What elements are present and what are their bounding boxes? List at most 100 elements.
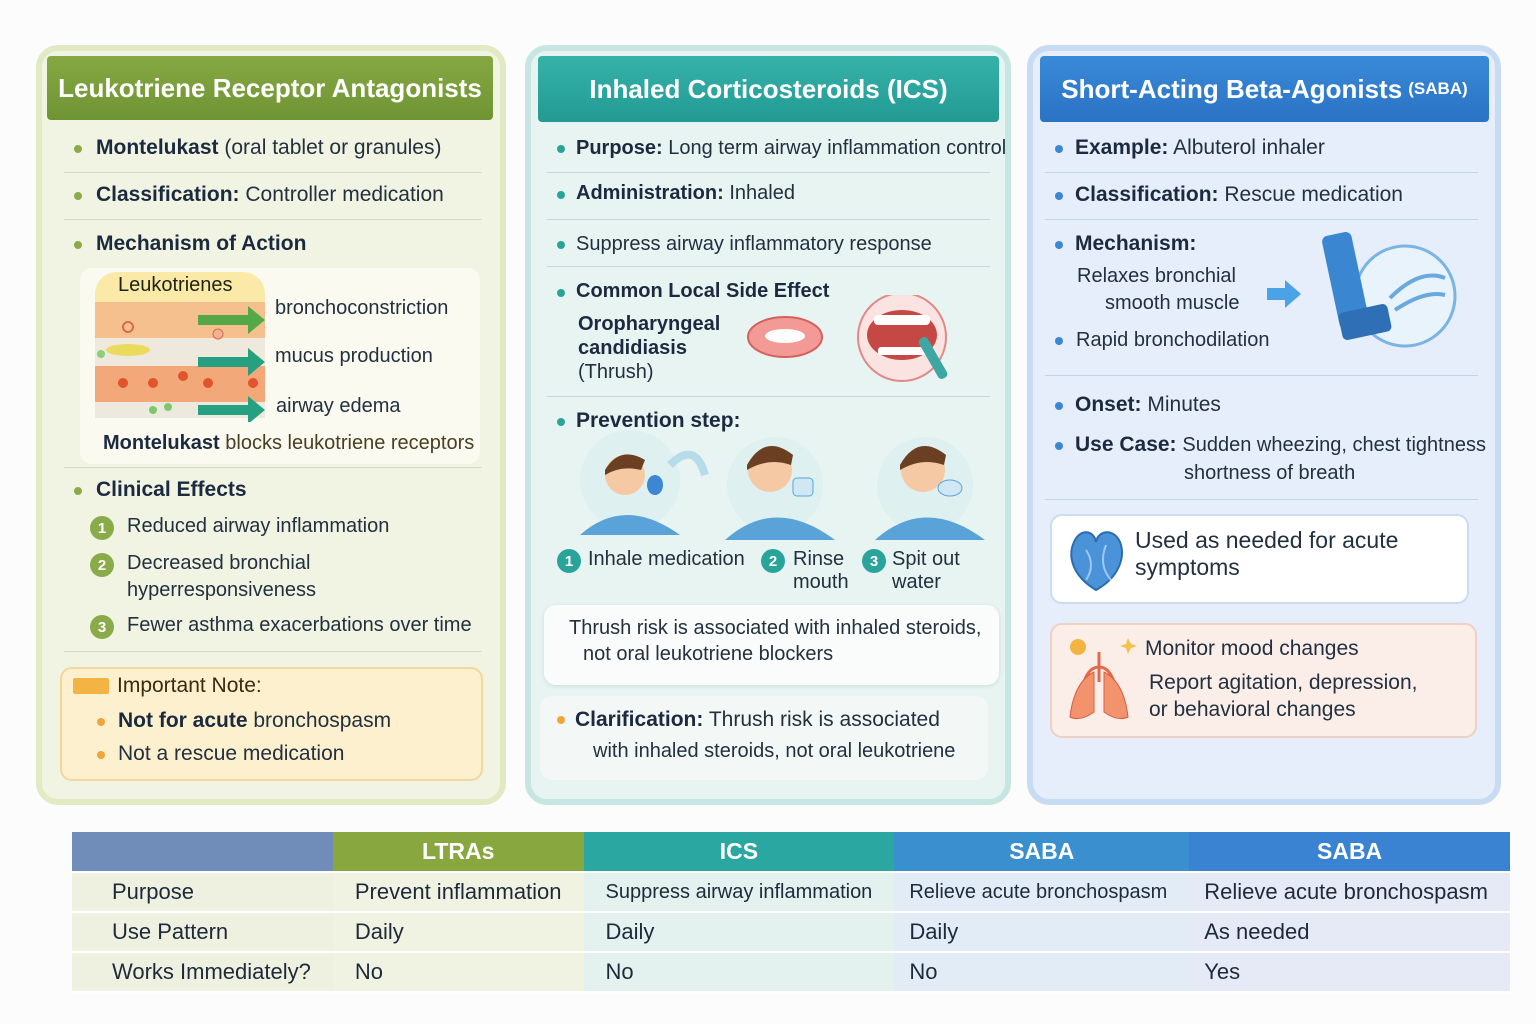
bullet	[1055, 192, 1063, 200]
table-row: Works Immediately? No No No Yes	[72, 952, 1510, 993]
important-note	[60, 667, 483, 781]
table-cell: Relieve acute bronchospasm	[1189, 872, 1510, 913]
person-spitting-icon	[875, 437, 985, 540]
use-case-label: Use Case:	[1075, 433, 1177, 456]
class-value: Rescue medication	[1224, 183, 1403, 206]
table-cell: No	[894, 952, 1190, 993]
saba-title: Short-Acting Beta-Agonists	[1061, 73, 1403, 104]
bullet	[1055, 241, 1063, 249]
bullet	[74, 192, 82, 200]
table-header	[72, 832, 333, 873]
bullet	[557, 191, 565, 199]
thrush-note-box	[544, 605, 999, 685]
row-label: Purpose	[72, 872, 333, 913]
side-effect-label: Common Local Side Effect	[576, 280, 830, 302]
clinical-effect: Reduced airway inflammation	[127, 515, 390, 537]
step-badge: 1	[557, 549, 581, 573]
class-label: Classification:	[1075, 183, 1219, 206]
bullet	[74, 241, 82, 249]
bullet	[1055, 145, 1063, 153]
purpose-value: Long term airway inflammation control	[668, 137, 1007, 159]
example-label: Example:	[1075, 136, 1169, 159]
note-bold: Not for acute	[118, 709, 248, 732]
admin-label: Administration:	[576, 182, 724, 204]
class-label: Classification:	[96, 183, 240, 206]
as-needed-text: symptoms	[1135, 554, 1240, 580]
airway-tissue-illustration	[95, 272, 265, 422]
table-cell: Daily	[583, 912, 895, 953]
caption: blocks leukotriene receptors	[225, 432, 475, 454]
step-label: Inhale medication	[588, 548, 745, 570]
albuterol-inhaler-icon	[1322, 231, 1457, 348]
clarification-label: Clarification:	[575, 708, 704, 731]
drug-name: Montelukast	[96, 136, 219, 159]
step-label-cont: mouth	[793, 571, 849, 593]
table-cell: Yes	[1189, 952, 1510, 993]
tongue-thrush-icon	[747, 316, 823, 358]
mood-title: Monitor mood changes	[1145, 637, 1359, 660]
lungs-icon	[1069, 638, 1137, 720]
table-header-saba: SABA	[894, 832, 1190, 873]
note-text: Not a rescue medication	[118, 742, 345, 765]
example-value: Albuterol inhaler	[1173, 136, 1325, 159]
comparison-table: LTRAs ICS SABA SABA Purpose Prevent infl…	[72, 832, 1510, 993]
effect-bronchoconstriction: bronchoconstriction	[275, 297, 449, 319]
rapid-bronchodilation: Rapid bronchodilation	[1076, 329, 1270, 351]
clarification-text: with inhaled steroids, not oral leukotri…	[593, 740, 956, 762]
table-header-row: LTRAs ICS SABA SABA	[72, 832, 1510, 873]
table-cell: Suppress airway inflammation	[583, 872, 895, 913]
step-label: Rinse	[793, 548, 845, 570]
note-title: Important Note:	[117, 674, 262, 697]
use-case-value: shortness of breath	[1184, 462, 1356, 484]
table-header-ltras: LTRAs	[332, 832, 584, 873]
onset-label: Onset:	[1075, 393, 1142, 416]
onset-value: Minutes	[1147, 393, 1221, 416]
drug-note: (oral tablet or granules)	[224, 136, 442, 159]
as-needed-text: Used as needed for acute	[1135, 527, 1399, 553]
clinical-effect: Fewer asthma exacerbations over time	[127, 614, 472, 636]
number-badge: 2	[90, 553, 114, 577]
mouth-icon	[857, 295, 948, 382]
clinical-effect: Decreased bronchial	[127, 552, 311, 574]
purpose-label: Purpose:	[576, 137, 663, 159]
note-flag-icon	[73, 678, 109, 694]
class-value: Controller medication	[245, 183, 444, 206]
clinical-label: Clinical Effects	[96, 478, 247, 501]
mechanism-text: smooth muscle	[1105, 292, 1240, 314]
bullet	[97, 718, 105, 726]
step-badge: 3	[862, 549, 886, 573]
bullet	[74, 487, 82, 495]
diagram-title: Leukotrienes	[118, 274, 233, 296]
caption-drug: Montelukast	[103, 432, 220, 454]
person-inhaling-icon	[580, 430, 709, 535]
bullet	[97, 751, 105, 759]
step-label-cont: water	[892, 571, 941, 593]
table-header-saba: SABA	[1189, 832, 1510, 873]
table-cell: Daily	[894, 912, 1190, 953]
moa-label: Mechanism of Action	[96, 232, 307, 255]
thrush-note: Thrush risk is associated with inhaled s…	[569, 617, 982, 639]
row-label: Use Pattern	[72, 912, 333, 953]
bullet	[1055, 442, 1063, 450]
mechanism-label: Mechanism:	[1075, 232, 1197, 255]
row-label: Works Immediately?	[72, 952, 333, 993]
clinical-effect-cont: hyperresponsiveness	[127, 579, 316, 601]
mechanism-text: Relaxes bronchial	[1077, 265, 1236, 287]
saba-abbr: (SABA)	[1408, 79, 1468, 98]
clarification-text: Thrush risk is associated	[708, 708, 940, 731]
admin-value: Inhaled	[729, 182, 795, 204]
arrow-right-icon	[1267, 280, 1301, 308]
bullet	[74, 145, 82, 153]
prevention-label: Prevention step:	[576, 409, 741, 432]
heart-icon	[1070, 531, 1123, 592]
bullet	[1055, 337, 1063, 345]
table-row: Purpose Prevent inflammation Suppress ai…	[72, 872, 1510, 913]
number-badge: 1	[90, 516, 114, 540]
bullet	[557, 418, 565, 426]
number-badge: 3	[90, 615, 114, 639]
table-cell: Daily	[332, 912, 584, 953]
table-row: Use Pattern Daily Daily Daily As needed	[72, 912, 1510, 953]
ics-title: Inhaled Corticosteroids (ICS)	[538, 56, 999, 122]
step-label: Spit out	[892, 548, 960, 570]
mood-text: or behavioral changes	[1149, 698, 1356, 721]
